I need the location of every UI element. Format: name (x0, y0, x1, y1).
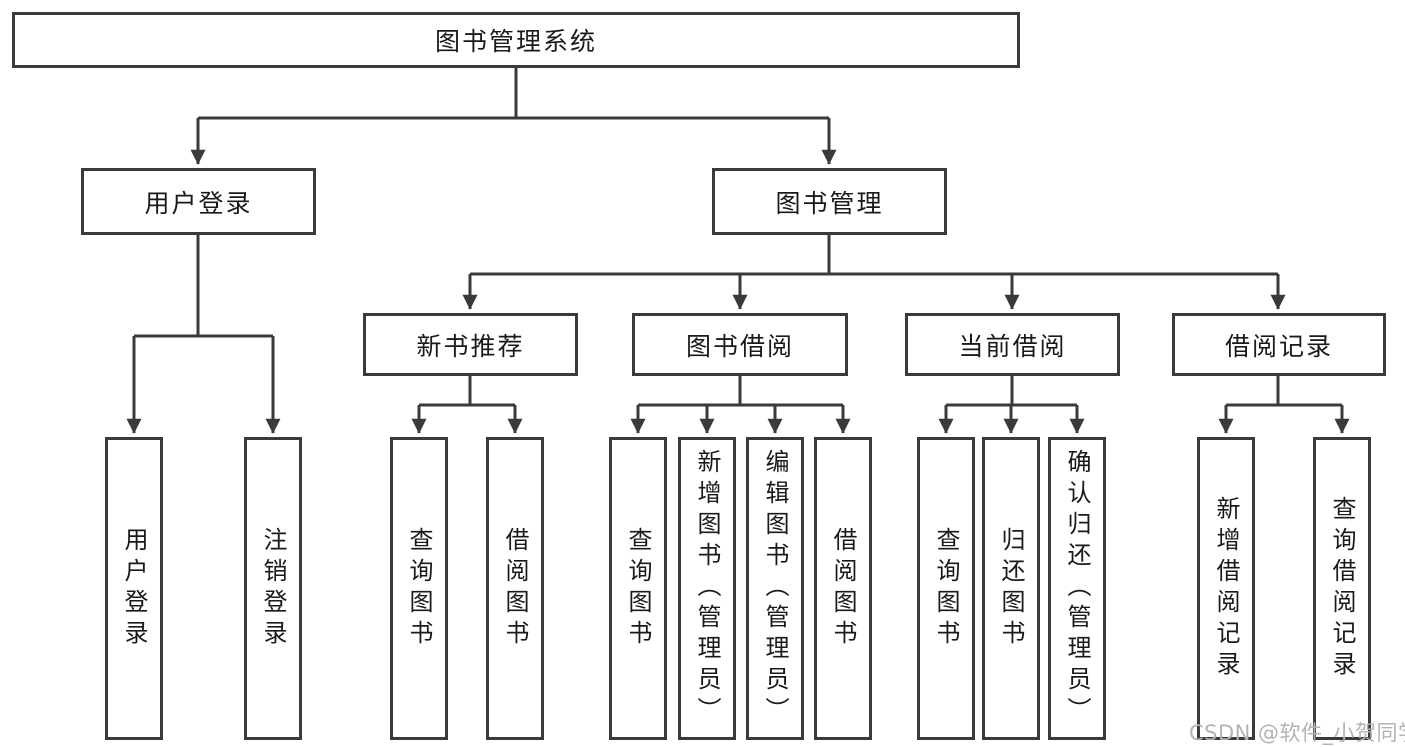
leaf-label: 注销登录 (259, 526, 287, 651)
node-label: 图书借阅 (685, 331, 794, 361)
leaf-label: 用户登录 (120, 526, 148, 651)
leaf-label: 编辑图书（管理员） (761, 449, 789, 728)
node-library-management-system: 图书管理系统 (12, 12, 1020, 68)
node-label: 图书管理系统 (434, 27, 597, 56)
leaf-label: 查询图书 (932, 526, 960, 651)
leaf-borrow-book-recommend: 借阅图书 (486, 437, 544, 740)
node-borrowing-records: 借阅记录 (1172, 313, 1386, 376)
node-new-book-recommendation: 新书推荐 (363, 313, 578, 376)
leaf-query-book-recommend: 查询图书 (390, 437, 448, 740)
leaf-label: 借阅图书 (829, 526, 857, 651)
leaf-label: 查询图书 (624, 526, 652, 651)
leaf-label: 借阅图书 (501, 526, 529, 651)
leaf-add-book-admin: 新增图书（管理员） (678, 437, 736, 740)
leaf-label: 查询借阅记录 (1328, 495, 1356, 682)
leaf-query-book-current: 查询图书 (917, 437, 975, 740)
leaf-add-borrow-record: 新增借阅记录 (1197, 437, 1255, 740)
leaf-confirm-return-admin: 确认归还（管理员） (1048, 437, 1106, 740)
leaf-logout: 注销登录 (244, 437, 302, 740)
leaf-label: 归还图书 (997, 526, 1025, 651)
leaf-label: 新增图书（管理员） (693, 449, 721, 728)
leaf-borrow-book: 借阅图书 (814, 437, 872, 740)
node-book-borrowing: 图书借阅 (632, 313, 848, 376)
csdn-watermark: CSDN @软件_小贺同学 (1189, 721, 1405, 745)
node-user-login: 用户登录 (81, 168, 316, 235)
node-label: 新书推荐 (416, 331, 525, 361)
node-label: 图书管理 (775, 188, 884, 218)
node-label: 借阅记录 (1224, 331, 1333, 361)
leaf-query-borrow-record: 查询借阅记录 (1313, 437, 1371, 740)
leaf-label: 新增借阅记录 (1212, 495, 1240, 682)
leaf-edit-book-admin: 编辑图书（管理员） (746, 437, 804, 740)
node-current-borrowing: 当前借阅 (905, 313, 1120, 376)
node-label: 当前借阅 (958, 331, 1067, 361)
leaf-label: 确认归还（管理员） (1063, 449, 1091, 728)
leaf-query-book-borrowing: 查询图书 (609, 437, 667, 740)
node-label: 用户登录 (144, 188, 253, 218)
leaf-return-book: 归还图书 (982, 437, 1040, 740)
node-book-management: 图书管理 (712, 168, 947, 235)
leaf-user-login: 用户登录 (105, 437, 163, 740)
leaf-label: 查询图书 (405, 526, 433, 651)
